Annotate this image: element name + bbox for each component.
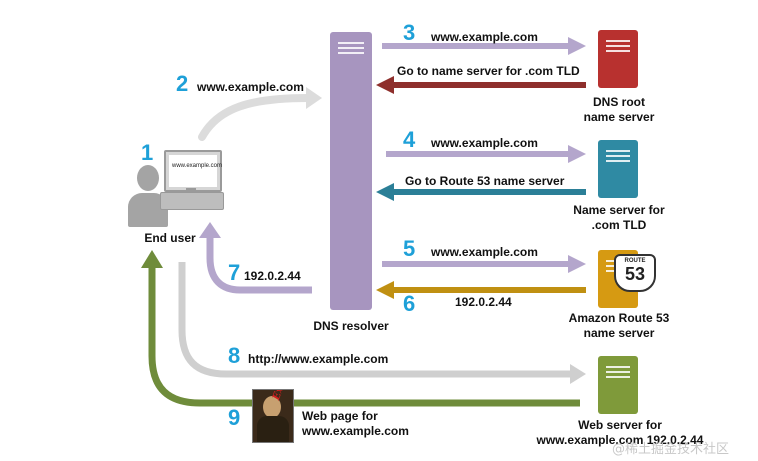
arrow-root-query xyxy=(382,43,572,49)
arrow-http-request xyxy=(178,262,572,378)
tld-reply-label: Go to Route 53 name server xyxy=(405,174,565,188)
dns-root-server-icon xyxy=(598,30,638,88)
computer-monitor-icon: www.example.com xyxy=(164,150,222,192)
step-3-number: 3 xyxy=(403,20,416,45)
route53-badge-top: ROUTE xyxy=(624,258,646,264)
arrow-http-request-head xyxy=(570,364,586,384)
dns-resolver-label: DNS resolver xyxy=(313,319,389,333)
arrow-tld-reply-head xyxy=(376,183,394,201)
arrow-route53-query xyxy=(382,261,572,267)
monitor-screen-text: www.example.com xyxy=(172,163,223,169)
arrow-tld-reply xyxy=(392,189,586,195)
route53-label-line2: name server xyxy=(583,326,655,340)
dns-root-label: DNS root name server xyxy=(560,95,678,125)
arrow-user-to-resolver-head xyxy=(306,87,322,109)
computer-keyboard-icon xyxy=(160,192,224,210)
arrow-route53-query-head xyxy=(568,255,586,273)
arrow-root-query-head xyxy=(568,37,586,55)
arrow-tld-query-head xyxy=(568,145,586,163)
route53-reply-label: 192.0.2.44 xyxy=(455,295,512,309)
arrow-user-to-resolver xyxy=(198,94,312,141)
step-5-number: 5 xyxy=(403,236,416,261)
web-server-icon xyxy=(598,356,638,414)
end-user-person-icon xyxy=(128,165,168,227)
web-server-label-line1: Web server for xyxy=(578,418,662,432)
web-page-label: Web page for www.example.com xyxy=(302,409,409,439)
dns-resolver-server-icon xyxy=(330,32,372,310)
tld-server-label-line2: .com TLD xyxy=(591,218,647,232)
root-reply-label: Go to name server for .com TLD xyxy=(397,64,580,78)
tld-server-label-line1: Name server for xyxy=(573,203,665,217)
resolver-reply-label: 192.0.2.44 xyxy=(244,269,301,283)
tld-query-label: www.example.com xyxy=(431,136,538,150)
computer-base-icon xyxy=(186,188,196,192)
step-9-number: 9 xyxy=(228,405,241,430)
web-server-label-line2: www.example.com 192.0.2.44 xyxy=(536,433,704,447)
dns-root-label-line1: DNS root xyxy=(593,95,645,109)
step-2-number: 2 xyxy=(176,71,189,96)
route53-label-line1: Amazon Route 53 xyxy=(568,311,670,325)
arrow-root-reply xyxy=(392,82,586,88)
arrow-web-response xyxy=(148,266,580,407)
route53-label: Amazon Route 53 name server xyxy=(550,311,688,341)
tld-server-label: Name server for .com TLD xyxy=(550,203,688,233)
route53-query-label: www.example.com xyxy=(431,245,538,259)
step-1-number: 1 xyxy=(141,140,154,165)
dns-root-label-line2: name server xyxy=(583,110,655,124)
step-4-number: 4 xyxy=(403,127,416,152)
route53-badge-number: 53 xyxy=(624,264,646,284)
arrow-route53-reply xyxy=(392,287,586,293)
web-page-label-line2: www.example.com xyxy=(302,424,409,438)
arrow-web-response-head xyxy=(141,250,163,268)
user-query-label: www.example.com xyxy=(197,80,304,94)
watermark-text: @稀土掘金技术社区 xyxy=(612,442,730,457)
arrow-root-reply-head xyxy=(376,76,394,94)
web-server-label: Web server for www.example.com 192.0.2.4… xyxy=(530,418,710,448)
arrow-route53-reply-head xyxy=(376,281,394,299)
web-page-label-line1: Web page for xyxy=(302,409,378,423)
end-user-label: End user xyxy=(144,231,196,245)
http-request-label: http://www.example.com xyxy=(248,352,389,366)
step-6-number: 6 xyxy=(403,291,416,316)
root-query-label: www.example.com xyxy=(431,30,538,44)
step-8-number: 8 xyxy=(228,343,241,368)
route53-badge-icon: ROUTE 53 xyxy=(614,254,656,292)
step-7-number: 7 xyxy=(228,260,241,285)
arrow-tld-query xyxy=(386,151,572,157)
arrow-resolver-to-user-head xyxy=(199,222,221,238)
tld-server-icon xyxy=(598,140,638,198)
web-page-thumbnail-image: Example xyxy=(252,389,294,443)
arrow-resolver-to-user xyxy=(206,236,312,294)
